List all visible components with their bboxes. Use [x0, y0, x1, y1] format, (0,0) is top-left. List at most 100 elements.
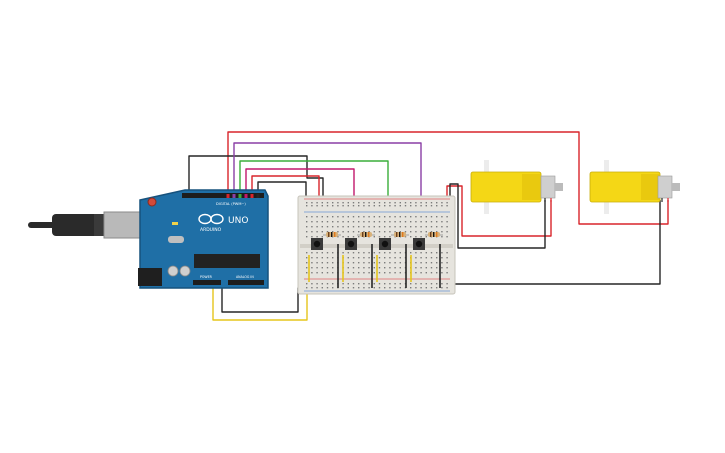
- breadboard-hole: [384, 267, 386, 269]
- resistor-1[interactable]: [323, 232, 341, 237]
- digital-header-label: DIGITAL (PWM~): [216, 202, 246, 206]
- breadboard-hole: [399, 257, 401, 259]
- breadboard-hole: [399, 252, 401, 254]
- breadboard-hole: [384, 257, 386, 259]
- dc-motor-2[interactable]: [589, 160, 680, 214]
- breadboard-hole: [425, 216, 427, 218]
- breadboard-hole: [352, 231, 355, 233]
- pushbutton-4[interactable]: [413, 238, 425, 250]
- resistor-2[interactable]: [357, 232, 375, 237]
- wire-black-gnd-bottom[interactable]: [221, 287, 307, 313]
- breadboard-hole: [347, 283, 349, 285]
- breadboard-hole: [326, 267, 329, 269]
- breadboard-hole: [441, 272, 443, 274]
- breadboard-hole: [410, 216, 412, 218]
- breadboard-hole: [358, 226, 360, 228]
- breadboard-hole: [378, 202, 381, 204]
- breadboard-hole: [342, 205, 344, 207]
- dc-motor-1[interactable]: [470, 160, 563, 214]
- pushbutton-3[interactable]: [379, 238, 391, 250]
- breadboard-hole: [389, 272, 391, 274]
- wire-red-signal[interactable]: [251, 175, 320, 204]
- breadboard-hole: [316, 221, 318, 223]
- wire-purple-signal[interactable]: [233, 142, 422, 238]
- breadboard-hole: [415, 267, 417, 269]
- breadboard-hole: [363, 231, 365, 233]
- breadboard-hole: [332, 262, 334, 264]
- breadboard-hole: [441, 283, 443, 285]
- wire-red-motor-power[interactable]: [227, 131, 669, 225]
- breadboard-hole: [446, 202, 448, 204]
- breadboard-hole: [430, 231, 433, 233]
- breadboard-hole: [378, 216, 381, 218]
- breadboard-hole: [352, 205, 355, 207]
- resistor-4[interactable]: [425, 232, 443, 237]
- breadboard-hole: [420, 262, 422, 264]
- resistor-3[interactable]: [391, 232, 409, 237]
- breadboard-hole: [378, 205, 381, 207]
- breadboard-hole: [389, 257, 391, 259]
- breadboard-hole: [446, 231, 448, 233]
- breadboard-hole: [436, 272, 438, 274]
- breadboard-hole: [378, 287, 381, 289]
- breadboard-hole: [420, 236, 422, 238]
- breadboard-hole: [441, 287, 443, 289]
- breadboard-hole: [363, 257, 365, 259]
- breadboard-hole: [321, 287, 323, 289]
- breadboard-hole: [347, 226, 349, 228]
- breadboard-hole: [342, 252, 344, 254]
- breadboard-hole: [436, 221, 438, 223]
- power-header-label: POWER: [200, 275, 213, 279]
- breadboard-hole: [373, 226, 375, 228]
- breadboard-hole: [425, 262, 427, 264]
- breadboard-hole: [311, 272, 313, 274]
- wire-yellow-5v[interactable]: [212, 284, 308, 321]
- breadboard-hole: [352, 267, 355, 269]
- breadboard-hole: [378, 226, 381, 228]
- breadboard-hole: [363, 226, 365, 228]
- wire-black-motor2[interactable]: [440, 200, 661, 285]
- breadboard-hole: [316, 216, 318, 218]
- breadboard-hole: [316, 262, 318, 264]
- breadboard-hole: [311, 226, 313, 228]
- arduino-model-label: UNO: [228, 216, 248, 226]
- breadboard-hole: [311, 236, 313, 238]
- breadboard-hole: [373, 262, 375, 264]
- breadboard-hole: [306, 205, 308, 207]
- breadboard-hole: [415, 262, 417, 264]
- breadboard-hole: [430, 267, 433, 269]
- breadboard-hole: [430, 226, 433, 228]
- breadboard-hole: [306, 216, 308, 218]
- wire-black-signal[interactable]: [257, 181, 307, 204]
- breadboard-hole: [410, 283, 412, 285]
- breadboard-hole: [378, 283, 381, 285]
- breadboard-hole: [389, 262, 391, 264]
- breadboard-hole: [342, 287, 344, 289]
- reset-button[interactable]: [147, 197, 157, 207]
- usb-cable: [28, 211, 145, 239]
- pushbutton-2[interactable]: [345, 238, 357, 250]
- resistors: [323, 232, 443, 237]
- breadboard-hole: [441, 262, 443, 264]
- breadboard-hole: [352, 272, 355, 274]
- breadboard-hole: [378, 236, 381, 238]
- breadboard-hole: [410, 226, 412, 228]
- breadboard-hole: [384, 262, 386, 264]
- breadboard-hole: [404, 231, 407, 233]
- breadboard-hole: [337, 231, 339, 233]
- breadboard-hole: [430, 262, 433, 264]
- pushbutton-1[interactable]: [311, 238, 323, 250]
- breadboard-hole: [337, 236, 339, 238]
- arduino-uno-board[interactable]: UNO ARDUINO DIGITAL (PWM~) POWER ANALOG …: [138, 189, 269, 289]
- breadboard-hole: [384, 226, 386, 228]
- breadboard-hole: [363, 287, 365, 289]
- breadboard-hole: [384, 287, 386, 289]
- breadboard-hole: [332, 216, 334, 218]
- breadboard-hole: [415, 226, 417, 228]
- breadboard-jumpers: [308, 244, 441, 288]
- breadboard-hole: [430, 221, 433, 223]
- breadboard-hole: [420, 205, 422, 207]
- breadboard-hole: [373, 267, 375, 269]
- breadboard-hole: [326, 257, 329, 259]
- breadboard-hole: [368, 257, 370, 259]
